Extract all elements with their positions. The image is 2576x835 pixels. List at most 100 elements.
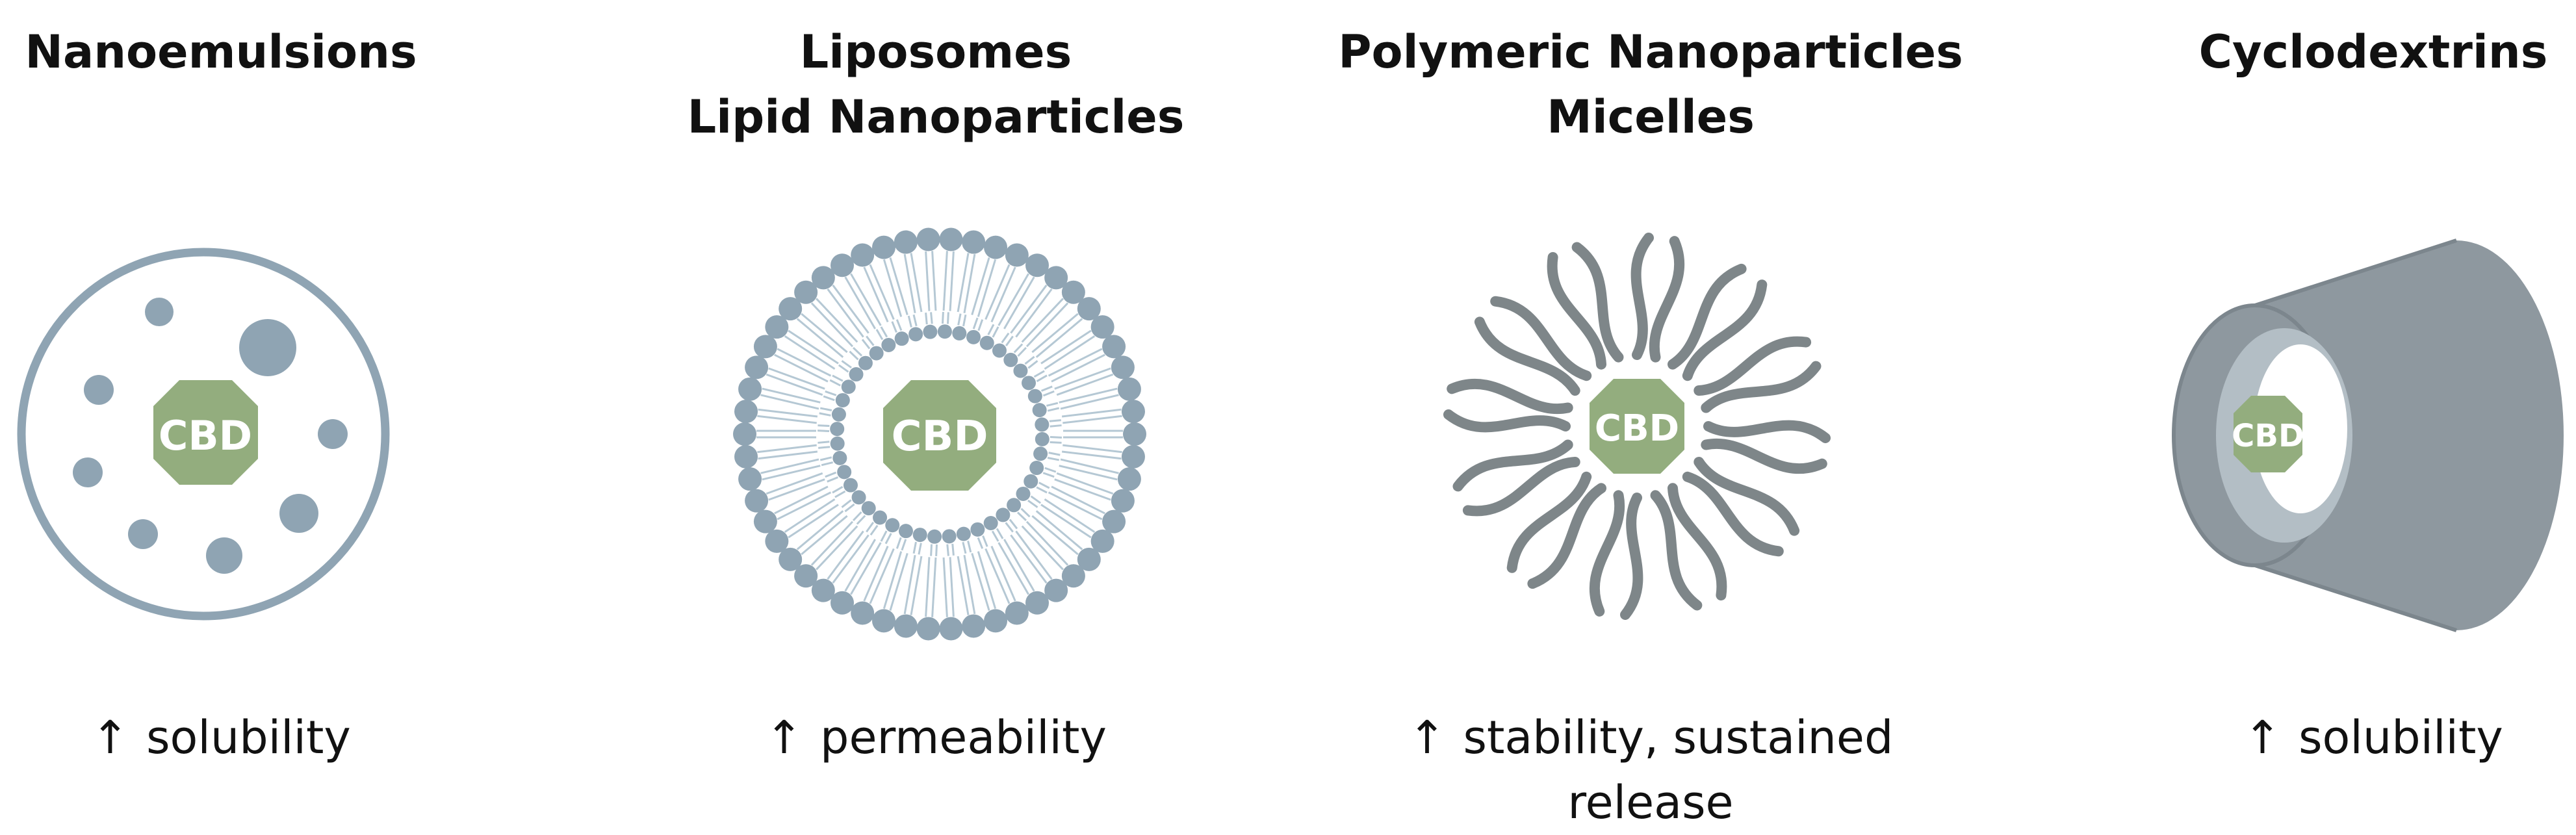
lipid-head (1090, 315, 1114, 339)
lipid-head (939, 617, 963, 641)
lipid-head (898, 524, 913, 539)
title-line: Nanoemulsions (25, 25, 417, 79)
polymer-chain (1630, 233, 1654, 360)
lipid-tail (1005, 522, 1014, 533)
panel-liposomes: Liposomes Lipid Nanoparticles CBD ↑ perm… (637, 0, 1235, 778)
lipid-tail (951, 543, 955, 556)
lipid-head (927, 529, 942, 544)
lipid-head (734, 444, 758, 469)
cyclodextrin-diagram: CBD (2172, 238, 2564, 632)
lipid-head (1077, 547, 1101, 571)
lipid-head (1027, 389, 1042, 404)
lipid-tail (1056, 373, 1114, 396)
lipid-head (871, 609, 895, 633)
lipid-head (966, 329, 981, 344)
lipid-head (1035, 417, 1050, 432)
lipid-head (916, 227, 940, 251)
lipid-tail (889, 553, 908, 611)
lipid-head (992, 343, 1007, 358)
lipid-head (1117, 467, 1141, 491)
lipid-tail (992, 326, 999, 338)
lipid-tail (818, 446, 831, 449)
lipid-tail (907, 315, 912, 328)
lipid-tail (1030, 495, 1042, 504)
cyclodextrin-bottom-edge (2254, 563, 2457, 632)
lipid-tail (760, 458, 819, 474)
lipid-tail (1054, 367, 1111, 390)
lipid-tail (1036, 374, 1048, 383)
lipid-tail (816, 298, 858, 343)
lipid-head (779, 547, 803, 571)
lipid-tail (882, 259, 903, 317)
lipid-tail (1005, 335, 1014, 346)
lipid-tail (971, 553, 990, 611)
lipid-tail (827, 476, 839, 483)
title-line: Micelles (1547, 90, 1755, 144)
lipid-tail (880, 530, 888, 542)
lipid-head (942, 529, 957, 544)
lipid-tail (910, 253, 923, 313)
lipid-head (734, 400, 758, 424)
lipid-tail (760, 394, 819, 410)
lipid-tail (762, 465, 821, 481)
lipid-head (1025, 253, 1049, 277)
lipid-tail (838, 364, 849, 373)
lipid-tail (823, 395, 835, 402)
lipid-head (835, 392, 850, 407)
lipid-head (881, 337, 896, 352)
polymer-chain (1571, 242, 1624, 363)
lipid-tail (1016, 511, 1027, 522)
lipid-tail (963, 554, 976, 615)
lipid-tail (852, 346, 863, 357)
polymer-chain (1668, 483, 1727, 601)
lipid-head (1013, 363, 1028, 378)
lipid-tail (977, 319, 984, 331)
caption-text: solubility (146, 711, 351, 764)
lipid-head (939, 227, 963, 251)
lipid-head (979, 335, 994, 350)
oil-droplet (239, 319, 296, 376)
lipid-tail (972, 317, 979, 329)
lipid-head (1003, 352, 1018, 367)
lipid-head (1077, 297, 1101, 321)
polymer-chain (1701, 361, 1822, 413)
lipid-tail (821, 461, 833, 467)
lipid-tail (998, 273, 1029, 326)
lipid-tail (977, 259, 997, 317)
lipid-tail (985, 264, 1011, 320)
cbd-octagon: CBD (883, 380, 996, 491)
oil-droplet (84, 375, 114, 405)
lipid-tail (1027, 499, 1038, 508)
lipid-tail (957, 556, 970, 615)
polymer-chain (1443, 409, 1571, 433)
lipid-tail (810, 302, 854, 348)
lipid-head (912, 528, 927, 543)
lipid-head (970, 522, 985, 537)
lipid-head (962, 230, 986, 254)
lipid-tail (784, 335, 836, 370)
lipid-tail (861, 339, 871, 350)
lipid-head (861, 501, 876, 516)
lipid-tail (869, 264, 895, 320)
lipid-tail (963, 253, 976, 314)
lipid-tail (1017, 346, 1027, 357)
lipid-tail (777, 491, 832, 520)
lipid-tail (1040, 504, 1092, 539)
lipid-tail (910, 556, 923, 615)
lipid-head (745, 489, 769, 513)
lipid-head (794, 564, 818, 588)
lipid-tail (856, 515, 866, 525)
lipid-tail (912, 541, 917, 554)
lipid-head (733, 422, 756, 446)
lipid-head (1102, 335, 1126, 359)
lipid-tail (1048, 348, 1103, 377)
up-arrow-icon: ↑ (765, 711, 803, 764)
lipid-tail (967, 541, 972, 553)
micelle-diagram: CBD (1443, 233, 1831, 620)
lipid-head (1121, 444, 1145, 469)
lipid-tail (810, 520, 854, 566)
lipid-head (765, 529, 789, 553)
lipid-head (841, 379, 856, 394)
lipid-tail (1040, 329, 1092, 365)
lipid-head (1044, 266, 1068, 290)
